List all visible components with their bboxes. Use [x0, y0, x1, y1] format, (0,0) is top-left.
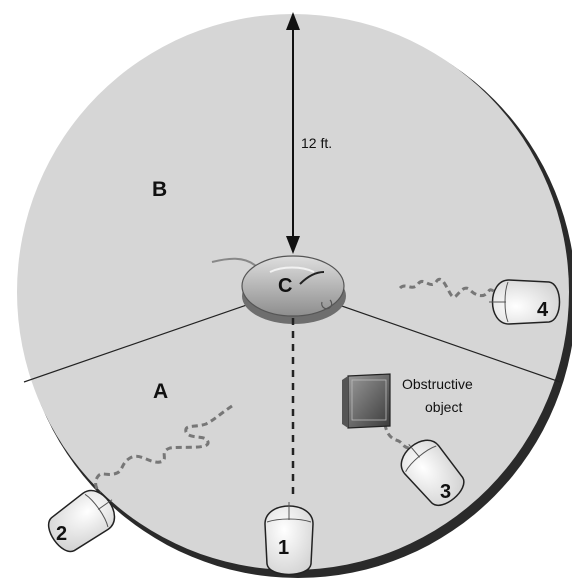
obstructive-object	[342, 373, 391, 429]
zone-a-label: A	[153, 380, 168, 403]
receiver-label: C	[278, 275, 292, 297]
mouse-2-label: 2	[56, 523, 67, 545]
mouse-3	[400, 439, 465, 506]
zone-b-label: B	[152, 178, 167, 201]
mouse-4-label: 4	[537, 299, 549, 321]
obstacle-label-line1: Obstructive	[402, 376, 473, 392]
mouse-2-path	[94, 404, 233, 499]
distance-label: 12 ft.	[301, 135, 332, 151]
receiver-hub	[241, 255, 346, 324]
mouse-3-path	[383, 423, 429, 450]
distance-arrow	[286, 12, 300, 254]
mouse-3-label: 3	[440, 481, 451, 503]
mouse-2	[47, 490, 116, 553]
mouse-4	[489, 279, 561, 325]
mouse-4-path	[398, 277, 501, 299]
receiver-cable	[211, 257, 257, 267]
mouse-1-label: 1	[278, 537, 289, 559]
mouse-1	[264, 502, 314, 576]
obstacle-label-line2: object	[425, 399, 462, 415]
